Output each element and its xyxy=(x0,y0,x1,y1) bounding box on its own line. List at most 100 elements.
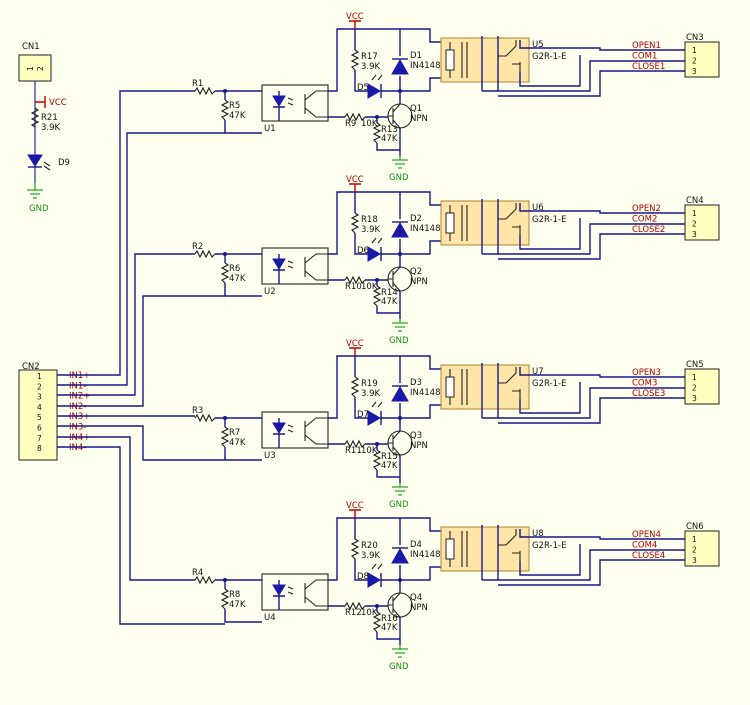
flyback-diode-icon xyxy=(391,58,409,75)
optocoupler-box xyxy=(261,573,329,611)
gnd-icon xyxy=(392,483,408,496)
output-net-2: COM2 xyxy=(632,215,657,225)
output-net-2: COM3 xyxy=(632,379,657,389)
optocoupler-box xyxy=(261,247,329,285)
r-base-ref: R12 xyxy=(345,608,362,618)
flyback-diode-value: IN4148 xyxy=(410,388,441,398)
r-base-resistor xyxy=(344,601,366,611)
cn2-net-8: IN4- xyxy=(69,443,86,453)
opto-ref: U3 xyxy=(264,451,276,461)
opto-led-icon xyxy=(272,422,286,434)
opto-transistor-icon xyxy=(304,579,328,607)
r-pd-value: 47K xyxy=(229,438,246,448)
r-led-ref: R17 xyxy=(361,52,378,62)
flyback-diode-ref: D3 xyxy=(410,378,422,388)
r-pd-ref: R7 xyxy=(229,428,240,438)
gnd-icon xyxy=(392,319,408,332)
cn1-power-section: CN1 1 2 VCC R21 3.9K D9 GND xyxy=(18,42,70,214)
output-net-2: COM1 xyxy=(632,52,657,62)
r-be-ref: R16 xyxy=(381,614,398,624)
r-in-resistor xyxy=(194,249,216,259)
cn2-net-5: IN3+ xyxy=(69,412,90,422)
cn-ref: CN3 xyxy=(686,33,704,43)
output-net-3: CLOSE3 xyxy=(632,389,665,399)
status-led-ref: D7 xyxy=(357,410,369,420)
relay-value: G2R-1-E xyxy=(532,541,566,551)
r-led-ref: R18 xyxy=(361,215,378,225)
status-led-ref: D6 xyxy=(357,246,369,256)
vcc-label-cn1: VCC xyxy=(49,98,67,108)
status-led-icon xyxy=(367,410,381,426)
r-base-ref: R10 xyxy=(345,282,362,292)
r-pd-value: 47K xyxy=(229,600,246,610)
q-ref: Q1 xyxy=(410,104,422,114)
r-led-ref: R20 xyxy=(361,541,378,551)
r-led-resistor xyxy=(350,538,360,560)
cn2-connector xyxy=(18,369,58,461)
r-led-ref: R19 xyxy=(361,379,378,389)
output-connector xyxy=(684,368,720,405)
relay-value: G2R-1-E xyxy=(532,379,566,389)
cn-pin-3: 3 xyxy=(692,230,697,239)
r-pd-ref: R5 xyxy=(229,101,240,111)
cn-pin-2: 2 xyxy=(692,546,697,555)
q-ref: Q4 xyxy=(410,593,422,603)
output-net-1: OPEN3 xyxy=(632,368,661,378)
cn2-net-2: IN1- xyxy=(69,381,86,391)
relay-value: G2R-1-E xyxy=(532,215,566,225)
status-led-ref: D5 xyxy=(357,83,369,93)
relay-body xyxy=(440,364,530,410)
opto-transistor-icon xyxy=(304,90,328,118)
r-led-resistor xyxy=(350,376,360,398)
relay-body xyxy=(440,37,530,83)
optocoupler-box xyxy=(261,411,329,449)
input-wiring xyxy=(57,90,225,625)
r-be-resistor xyxy=(372,449,382,471)
cn-pin-1: 1 xyxy=(692,209,697,218)
optocoupler-box xyxy=(261,84,329,122)
opto-led-icon xyxy=(272,95,286,107)
status-led-icon xyxy=(367,572,381,588)
relay-ref: U7 xyxy=(532,367,544,377)
cn-ref: CN4 xyxy=(686,196,704,206)
output-net-1: OPEN1 xyxy=(632,41,661,51)
gnd-label-cn1: GND xyxy=(29,204,49,214)
r-in-ref: R3 xyxy=(192,406,203,416)
gnd-icon-cn1 xyxy=(27,183,43,199)
r-base-resistor xyxy=(344,439,366,449)
cn-pin-3: 3 xyxy=(692,394,697,403)
r-base-resistor xyxy=(344,112,366,122)
gnd-icon xyxy=(392,645,408,658)
vcc-icon xyxy=(349,183,361,192)
r-led-resistor xyxy=(350,49,360,71)
r-led-value: 3.9K xyxy=(361,62,381,72)
q-type: NPN xyxy=(410,441,428,451)
r-be-value: 47K xyxy=(381,297,398,307)
cn-pin-3: 3 xyxy=(692,556,697,565)
relay-coil-icon xyxy=(445,376,455,398)
relay-ref: U5 xyxy=(532,40,544,50)
flyback-diode-value: IN4148 xyxy=(410,550,441,560)
cn2-net-1: IN1+ xyxy=(69,371,90,381)
relay-coil-icon xyxy=(445,212,455,234)
r-be-resistor xyxy=(372,611,382,633)
gnd-icon xyxy=(392,156,408,169)
gnd-label: GND xyxy=(389,662,409,672)
opto-led-icon xyxy=(272,258,286,270)
r21-resistor xyxy=(30,107,40,128)
vcc-label: VCC xyxy=(346,175,364,185)
cn-pin-1: 1 xyxy=(692,46,697,55)
cn-pin-2: 2 xyxy=(692,384,697,393)
r-pd-resistor xyxy=(220,588,230,610)
r-be-value: 47K xyxy=(381,461,398,471)
r-pd-ref: R6 xyxy=(229,264,240,274)
cn2-pin-8: 8 xyxy=(37,444,42,453)
cn2-net-6: IN3- xyxy=(69,423,86,433)
r21-ref: R21 xyxy=(41,113,58,123)
opto-ref: U2 xyxy=(264,287,276,297)
cn-ref: CN6 xyxy=(686,522,704,532)
relay-ref: U6 xyxy=(532,203,544,213)
